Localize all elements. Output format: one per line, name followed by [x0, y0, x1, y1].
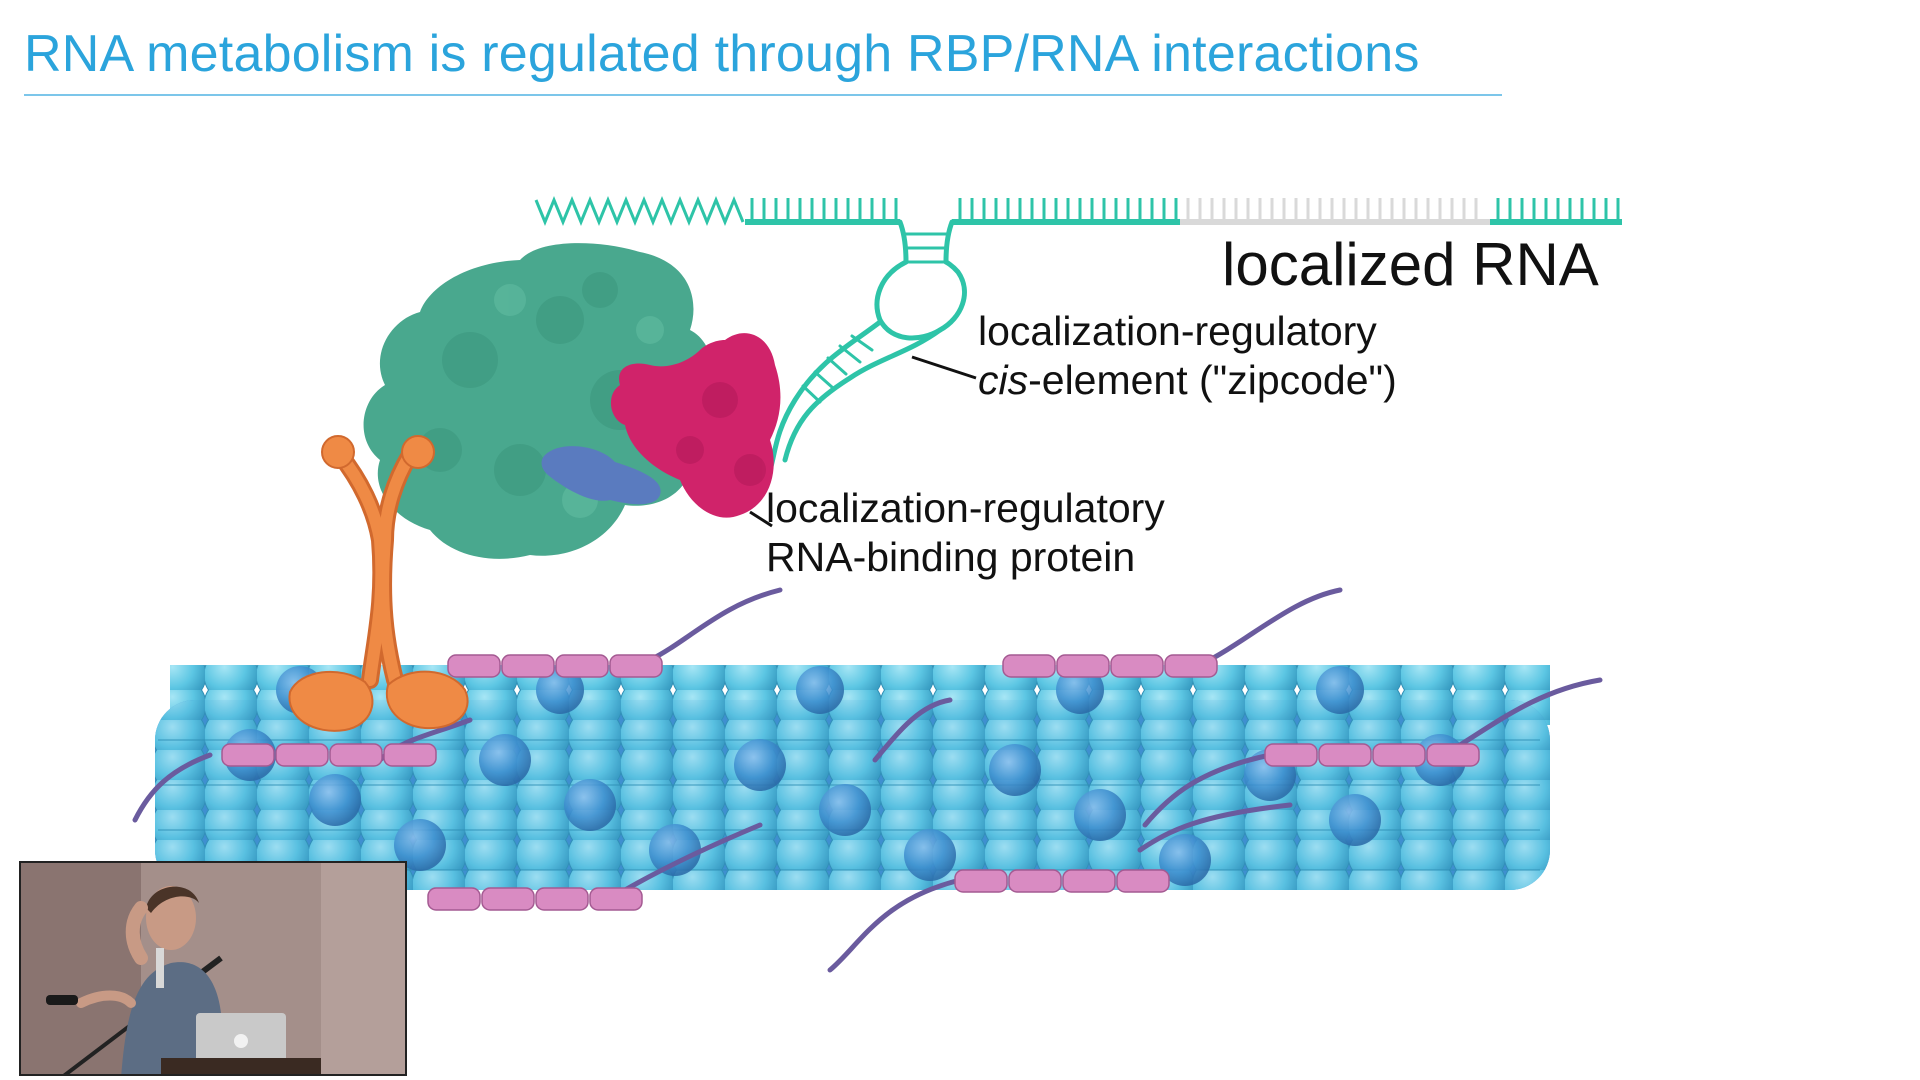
- presenter-video-feed: [21, 863, 405, 1074]
- rbp-label-line2: RNA-binding protein: [766, 534, 1136, 581]
- presenter-webcam: [19, 861, 407, 1076]
- rna-strand: [534, 196, 1622, 226]
- rbp-label: localization-regulatory RNA-binding prot…: [766, 484, 1165, 582]
- rna-segment-faded: [1180, 198, 1490, 225]
- rna-binding-protein: [610, 333, 781, 518]
- rbp-label-line1: localization-regulatory: [766, 485, 1165, 531]
- zipcode-label-line2: cis-element ("zipcode"): [978, 356, 1397, 405]
- rna-segment: [1490, 198, 1622, 225]
- tail-segments: [221, 654, 1480, 911]
- zipcode-pointer: [911, 355, 977, 380]
- zipcode-label-line1: localization-regulatory: [978, 308, 1377, 354]
- motor-protein: [288, 435, 469, 732]
- motor-head: [288, 670, 374, 732]
- rna-segment: [745, 198, 900, 225]
- rbp-pointer: [749, 510, 773, 528]
- title-underline: [24, 94, 1502, 96]
- motor-head: [385, 670, 469, 730]
- adapter-protein: [541, 446, 661, 505]
- slide-title: RNA metabolism is regulated through RBP/…: [24, 25, 1420, 83]
- apple-logo-icon: [234, 1034, 248, 1048]
- zipcode-label: localization-regulatory cis-element ("zi…: [978, 307, 1397, 405]
- zipcode-label-rest: -element ("zipcode"): [1028, 357, 1397, 404]
- cis-italic: cis: [978, 357, 1029, 404]
- localized-rna-label: localized RNA: [1222, 231, 1599, 298]
- tubulin-tails: [132, 587, 1603, 973]
- zipcode-stem-loop: [767, 219, 967, 473]
- poly-a-tail: [534, 196, 745, 226]
- rna-segment: [952, 198, 1180, 225]
- microtubule: [155, 665, 1550, 890]
